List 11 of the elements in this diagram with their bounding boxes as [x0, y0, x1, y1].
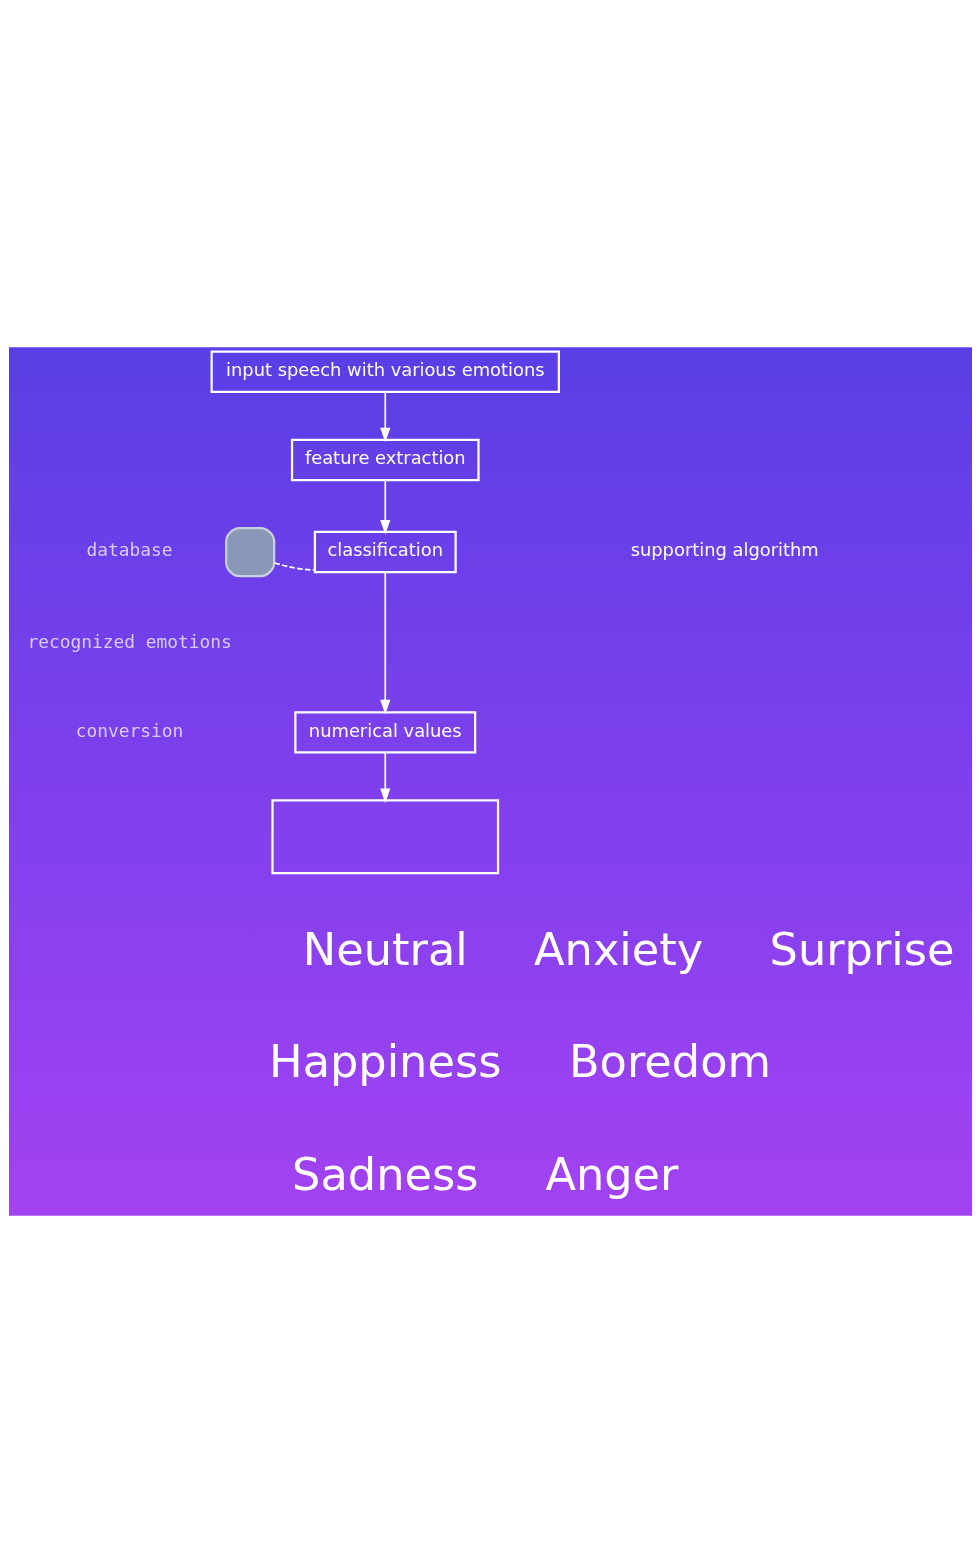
label: Surprise	[769, 923, 954, 976]
label: Happiness	[268, 1035, 501, 1088]
label: Anger	[544, 1148, 678, 1201]
label: Neutral	[302, 923, 468, 976]
label: supporting algorithm	[630, 538, 819, 560]
label: conversion	[75, 719, 183, 741]
label: Boredom	[568, 1035, 771, 1088]
label: Sadness	[291, 1148, 478, 1201]
label: Anxiety	[533, 923, 703, 976]
label: database	[86, 538, 173, 560]
label: recognized emotions	[26, 630, 232, 652]
